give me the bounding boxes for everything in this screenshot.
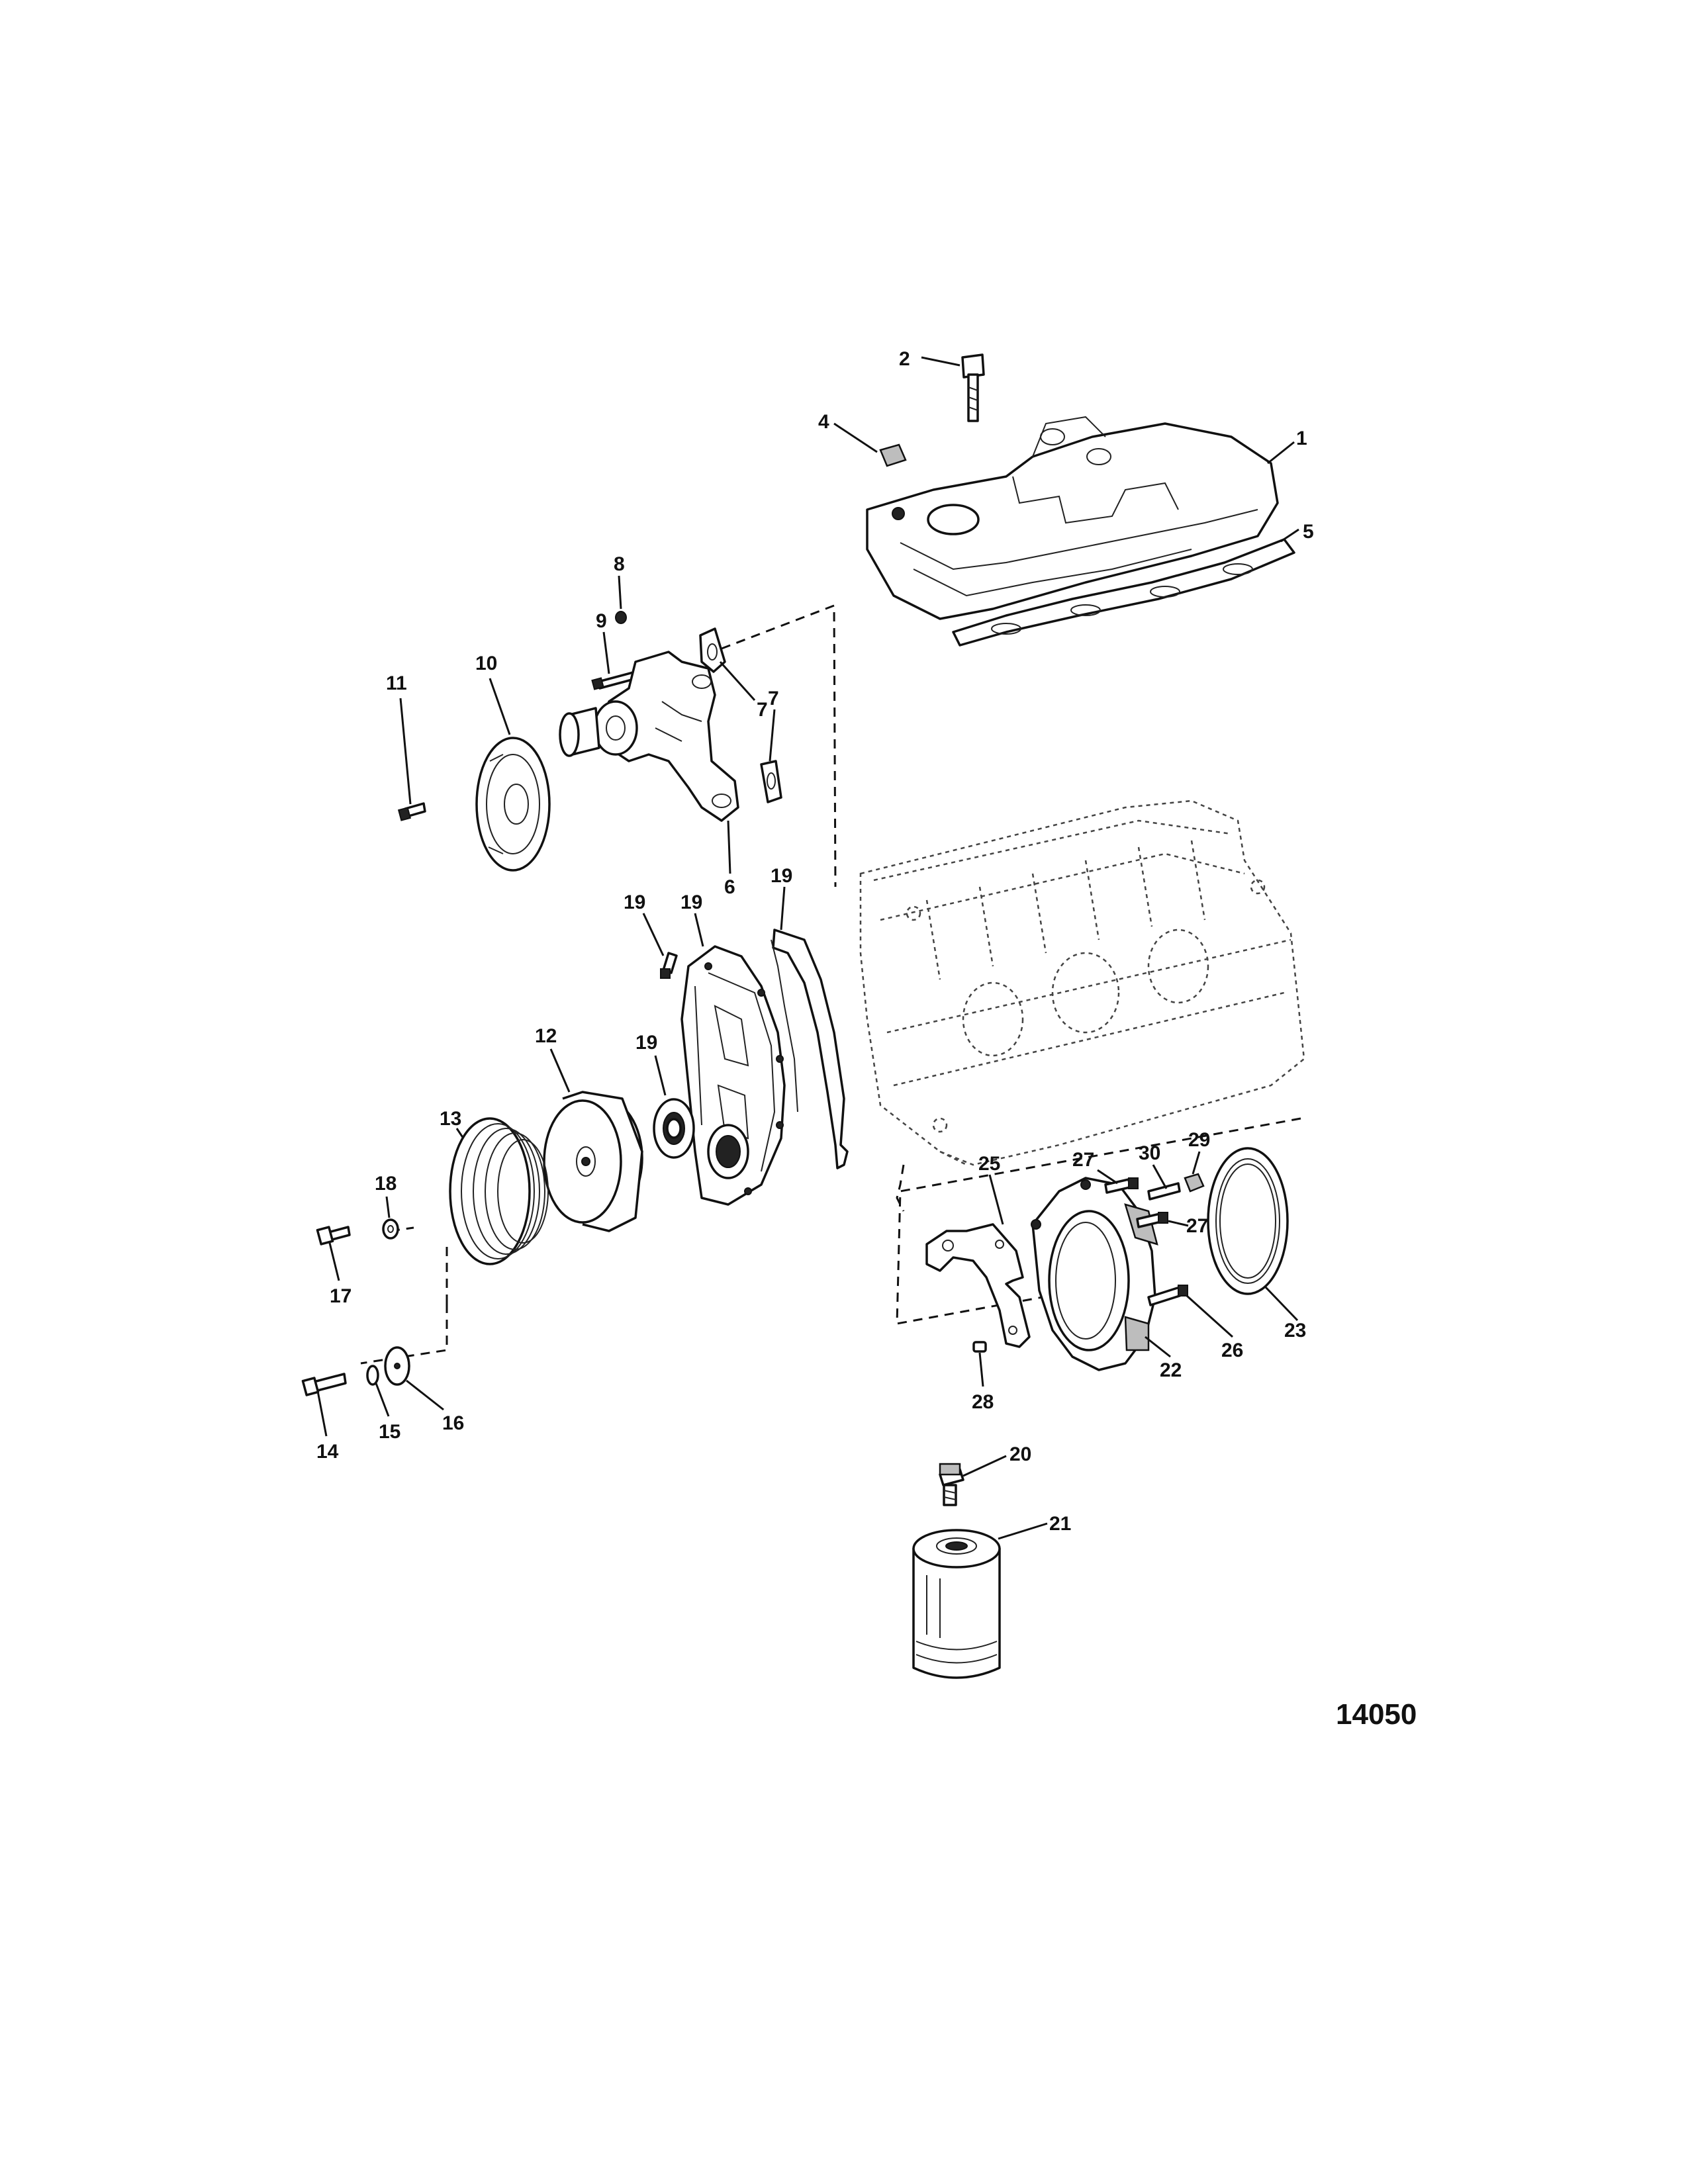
- crankshaft-pulley: [449, 1117, 549, 1265]
- plug-8: [615, 611, 627, 624]
- plug-4: [879, 443, 907, 467]
- callout-25: 25: [978, 1153, 1000, 1175]
- callout-18: 18: [375, 1173, 397, 1195]
- harmonic-balancer: [543, 1091, 643, 1232]
- dowel-28: [972, 1341, 987, 1353]
- callout-19-cover: 19: [680, 891, 702, 913]
- callout-6: 6: [724, 876, 735, 898]
- callout-27-lower: 27: [1186, 1215, 1208, 1237]
- callout-20: 20: [1009, 1443, 1031, 1465]
- rear-seal-retainer: [1031, 1177, 1158, 1371]
- timing-cover: [680, 945, 786, 1206]
- stud-30: [1147, 1182, 1181, 1201]
- callout-30: 30: [1139, 1142, 1160, 1164]
- callout-7-lower: 7: [768, 688, 779, 709]
- water-pump-pulley: [475, 737, 551, 872]
- callout-9: 9: [596, 610, 607, 632]
- callout-28: 28: [972, 1391, 994, 1413]
- callout-1: 1: [1296, 428, 1307, 449]
- callout-4: 4: [818, 411, 829, 433]
- water-pump-gasket-upper: [699, 627, 726, 673]
- oil-filter-fitting: [939, 1463, 964, 1506]
- callout-27-upper: 27: [1072, 1149, 1094, 1171]
- washer-18: [382, 1218, 399, 1240]
- callout-2: 2: [899, 348, 910, 370]
- callout-21: 21: [1049, 1513, 1071, 1535]
- callout-19-bolt: 19: [624, 891, 645, 913]
- rear-main-seal: [1207, 1147, 1289, 1295]
- callout-12: 12: [535, 1025, 557, 1047]
- engine-block-phantom: [859, 799, 1305, 1166]
- bolt-19: [660, 952, 678, 979]
- bolt-27-upper: [1104, 1177, 1139, 1194]
- callout-19-seal: 19: [635, 1032, 657, 1054]
- water-pump-gasket-lower: [760, 760, 782, 803]
- nut-29: [1184, 1173, 1205, 1193]
- bolt-11: [397, 802, 426, 821]
- callout-19-gasket: 19: [771, 865, 792, 887]
- callout-13: 13: [440, 1108, 461, 1130]
- callout-22: 22: [1160, 1359, 1182, 1381]
- callout-29: 29: [1188, 1129, 1210, 1151]
- bolt-17: [316, 1226, 351, 1246]
- timing-cover-gasket: [771, 929, 849, 1169]
- callout-10: 10: [475, 653, 497, 674]
- callout-labels: 2 4 1 5 6 7 7 8 9 10 11 19 19 19 19 12 1…: [316, 348, 1314, 1535]
- callout-15: 15: [379, 1421, 400, 1443]
- callout-5: 5: [1303, 521, 1314, 543]
- leader-lines: [316, 356, 1299, 1540]
- oil-filter: [912, 1529, 1001, 1679]
- callout-8: 8: [614, 553, 625, 575]
- callout-11: 11: [386, 672, 407, 694]
- bolt-2: [961, 353, 985, 422]
- bolt-14: [301, 1373, 347, 1396]
- manifold-gasket: [952, 538, 1295, 647]
- callout-23: 23: [1284, 1320, 1306, 1342]
- front-seal: [653, 1098, 695, 1159]
- washer-15: [366, 1365, 379, 1386]
- bolt-26: [1147, 1285, 1188, 1306]
- callout-26: 26: [1221, 1340, 1243, 1361]
- rear-seal-gasket: [925, 1223, 1031, 1348]
- figure-number: 14050: [1336, 1698, 1417, 1731]
- callout-14: 14: [316, 1441, 339, 1463]
- callout-7-upper: 7: [757, 699, 768, 721]
- water-pump: [559, 651, 739, 822]
- callout-17: 17: [330, 1285, 352, 1307]
- intake-manifold: [866, 416, 1279, 620]
- bolt-27-lower: [1136, 1212, 1168, 1228]
- plate-washer-16: [384, 1346, 410, 1386]
- callout-16: 16: [442, 1412, 464, 1434]
